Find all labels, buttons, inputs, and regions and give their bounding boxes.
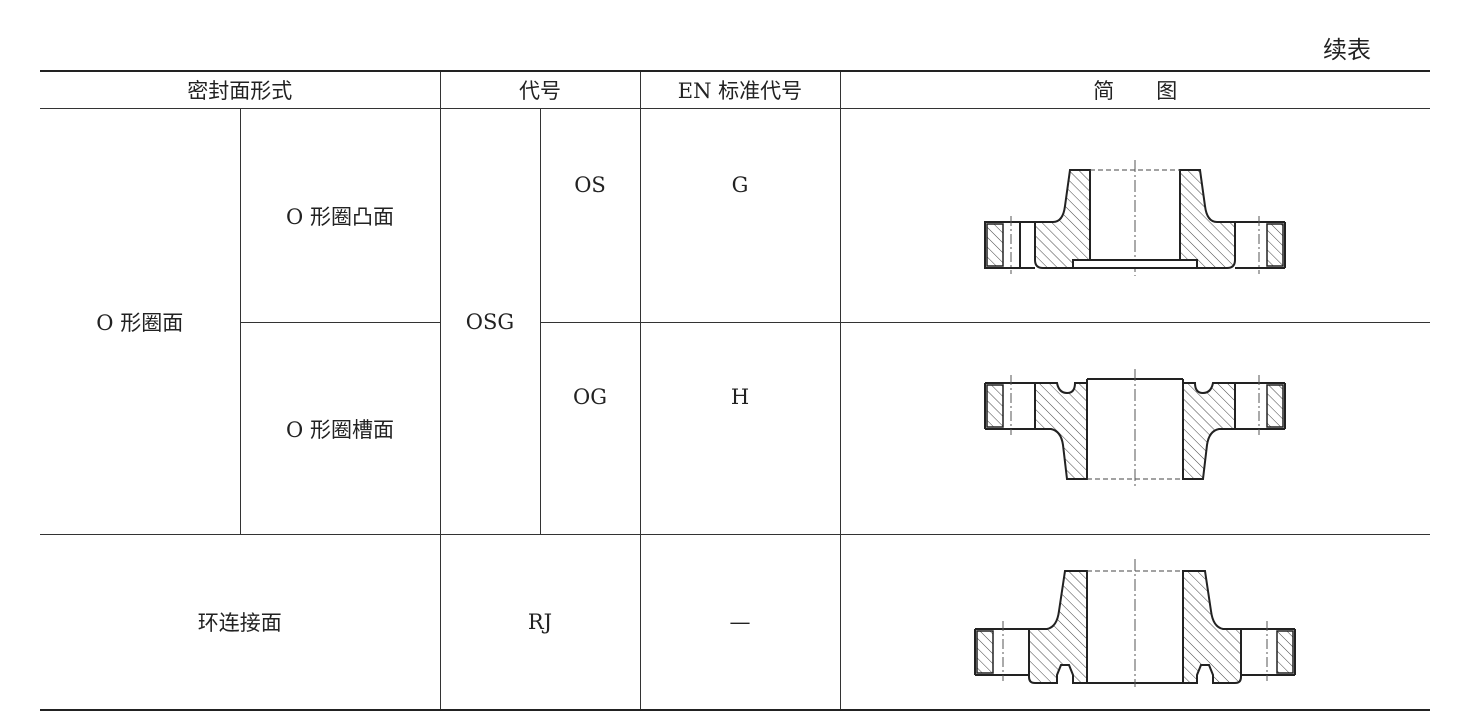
header-en-code: EN 标准代号 (639, 70, 841, 109)
continued-table-label: 续表 (1323, 36, 1371, 64)
flange-ring-joint-drawing (974, 559, 1297, 687)
table-header-row: 密封面形式 代号 EN 标准代号 简 图 (40, 70, 1430, 109)
header-diagram: 简 图 (839, 70, 1430, 109)
cell-ring-joint-name: 环连接面 (40, 534, 441, 711)
diagram-o-ring-raised (839, 108, 1430, 323)
cell-ring-joint-code: RJ (439, 534, 641, 711)
cell-o-ring-groove-name: O 形圈槽面 (240, 322, 441, 535)
table-row-ring-joint: 环连接面 RJ — (40, 534, 1430, 711)
diagram-ring-joint (839, 534, 1430, 711)
cell-o-ring-groove-en: H (639, 322, 841, 535)
cell-o-ring-raised-code: OS (539, 108, 641, 323)
cell-o-ring-group: O 形圈面 (40, 108, 241, 535)
header-seal-type: 密封面形式 (40, 70, 441, 109)
cell-o-ring-raised-name: O 形圈凸面 (239, 108, 441, 323)
table-row-o-ring-groove: O 形圈槽面 OG H (40, 322, 1430, 535)
cell-ring-joint-en: — (639, 534, 841, 711)
cell-o-ring-raised-en: G (639, 108, 841, 323)
flange-groove-face-drawing (984, 368, 1287, 487)
cell-o-ring-group-code: OSG (439, 108, 541, 535)
diagram-o-ring-groove (839, 322, 1430, 535)
seal-face-table: 密封面形式 代号 EN 标准代号 简 图 O 形圈面 O 形圈凸面 OSG OS… (40, 70, 1430, 711)
cell-o-ring-groove-code: OG (539, 322, 641, 535)
table-row-o-ring-raised: O 形圈面 O 形圈凸面 OSG OS G (40, 108, 1430, 535)
flange-raised-face-drawing (984, 159, 1287, 276)
header-code: 代号 (439, 70, 641, 109)
